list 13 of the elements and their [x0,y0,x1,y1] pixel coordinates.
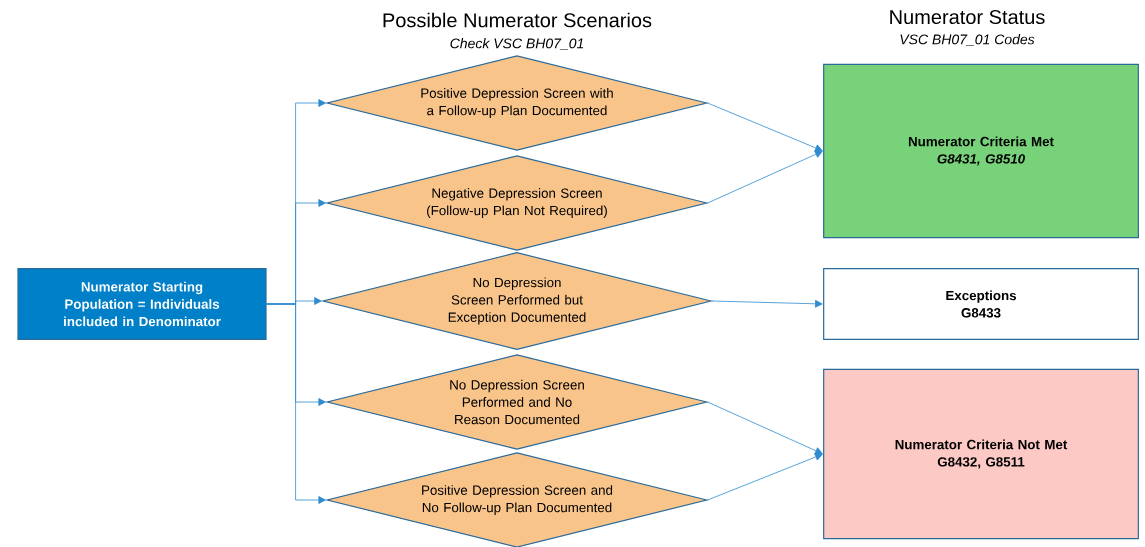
heading: VSC BH07_01 Codes [900,34,1035,46]
arrow [711,299,823,308]
start-box: Numerator Starting Population = Individuals included in Denominator [17,268,267,340]
status-box: Numerator Criteria Not Met G8432, G8511 [823,368,1139,540]
arrow [707,102,823,152]
status-box: Numerator Criteria Met G8431, G8510 [823,63,1139,239]
arrow [707,150,823,204]
arrow [707,453,823,501]
status-box: Exceptions G8433 [823,268,1139,340]
arrow [707,401,823,455]
heading: Numerator Status [890,9,1045,25]
heading: Possible Numerator Scenarios [383,12,652,28]
arrow [266,303,326,504]
